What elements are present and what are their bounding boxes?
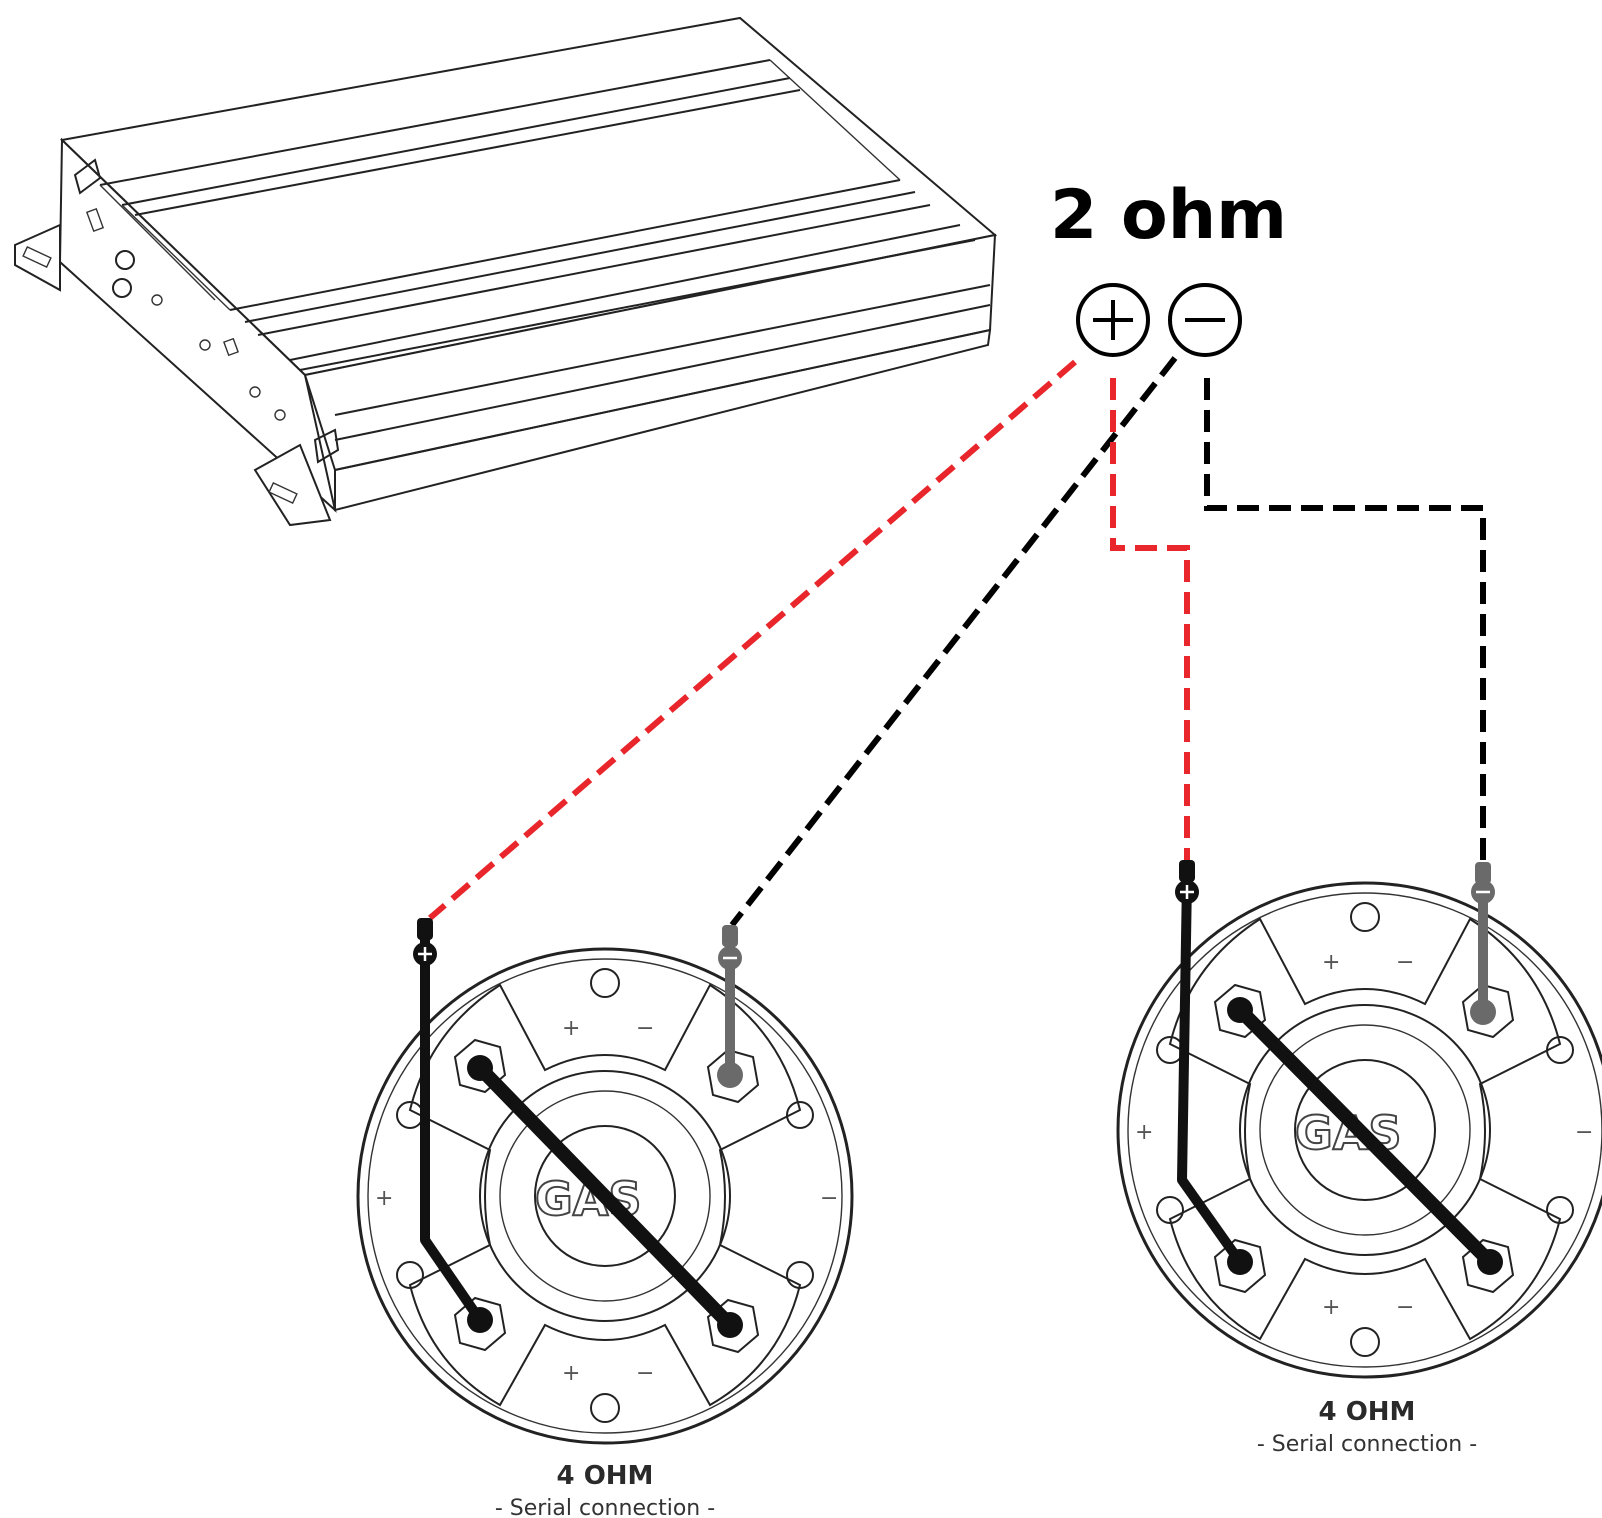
svg-text:−: −	[1575, 1120, 1593, 1145]
speaker-2-positive-lead	[1177, 879, 1245, 1265]
positive-wire-speaker-1	[428, 359, 1077, 921]
svg-text:+: +	[1322, 1295, 1340, 1320]
svg-text:−: −	[636, 1361, 654, 1386]
svg-text:−: −	[636, 1016, 654, 1041]
speaker-2-jumper-wire	[1233, 1003, 1497, 1269]
svg-text:+: +	[1135, 1120, 1153, 1145]
plus-terminal-icon	[1076, 283, 1150, 357]
speaker-1-connection-label: - Serial connection -	[495, 1496, 715, 1518]
speaker-1-positive-lead	[420, 935, 485, 1323]
minus-terminal-icon	[1168, 283, 1242, 357]
positive-wire-speaker-2	[1110, 378, 1190, 865]
speaker-2-connection-label: - Serial connection -	[1257, 1432, 1477, 1457]
svg-text:−: −	[1396, 950, 1414, 975]
svg-text:+: +	[562, 1016, 580, 1041]
speaker-1-impedance-label: 4 OHM	[557, 1461, 654, 1491]
speaker-1-jumper-wire	[473, 1061, 737, 1332]
svg-text:+: +	[1322, 950, 1340, 975]
speaker-2-impedance-label: 4 OHM	[1319, 1397, 1416, 1427]
negative-wire-speaker-2	[1204, 378, 1486, 865]
svg-text:−: −	[820, 1186, 838, 1211]
amplifier-impedance-label: 2 ohm	[1050, 176, 1287, 255]
negative-wire-speaker-1	[729, 356, 1178, 927]
svg-text:+: +	[562, 1361, 580, 1386]
svg-text:+: +	[375, 1186, 393, 1211]
amplifier-icon	[14, 16, 998, 527]
svg-text:−: −	[1396, 1295, 1414, 1320]
